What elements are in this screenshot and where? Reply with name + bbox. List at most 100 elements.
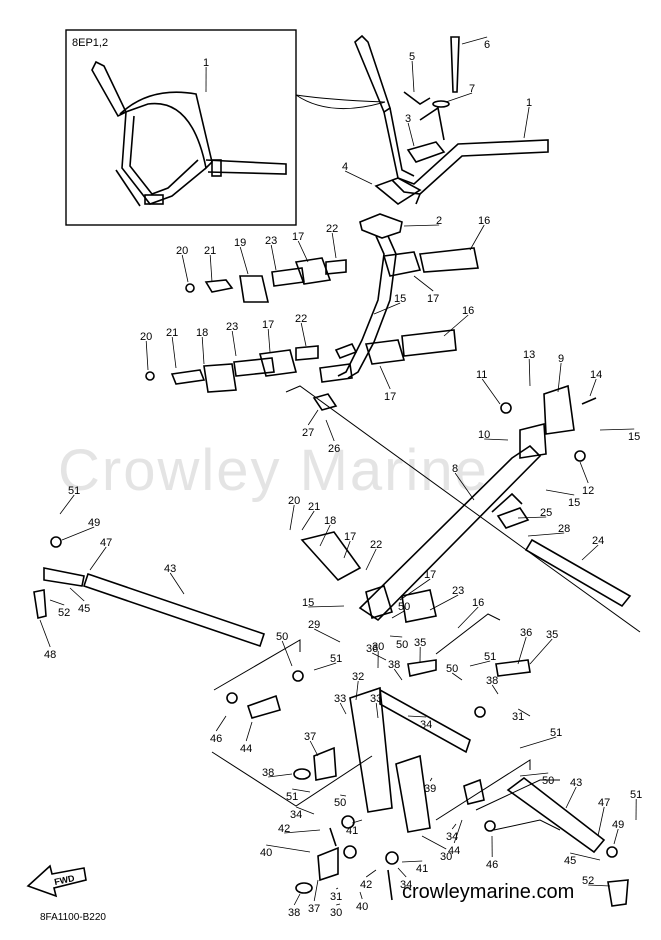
callout-c6: 6 [484,39,490,51]
callout-c38a: 38 [388,659,400,671]
callout-c20a: 20 [176,245,188,257]
callout-c12: 12 [582,485,594,497]
callout-c23b: 23 [226,321,238,333]
callout-leader [336,904,340,905]
callout-leader [408,716,426,717]
callout-c34c: 34 [400,879,412,891]
callout-leader [298,241,308,262]
mount-bracket [501,386,596,461]
callout-c38b: 38 [486,675,498,687]
callout-leader [430,778,432,781]
callout-c31b: 31 [330,891,342,903]
callout-leader [345,171,372,184]
callout-c37b: 37 [308,903,320,915]
callout-leader [600,429,634,430]
callout-leader [412,61,414,92]
callout-c9: 9 [558,353,564,365]
callout-leader [146,341,148,370]
callout-c38c: 38 [262,767,274,779]
callout-c52b: 52 [582,875,594,887]
callout-leader [408,123,414,146]
callout-c43b: 43 [570,777,582,789]
callout-leader [344,541,350,558]
callout-c15b: 15 [568,497,580,509]
callout-c36b: 36 [520,627,532,639]
callout-c17a: 17 [292,231,304,243]
callout-c21a: 21 [204,245,216,257]
callout-leader [50,600,64,605]
callout-c11: 11 [476,369,487,381]
tie-rod-left [34,537,264,646]
callout-c23a: 23 [265,235,277,247]
callout-leader [530,639,552,664]
callout-leader [266,845,310,852]
callout-leader [452,824,456,829]
callout-c38d: 38 [288,907,300,919]
callout-c48: 48 [44,649,56,661]
callout-leader [482,379,500,404]
callout-c51d: 51 [550,727,562,739]
callout-c46a: 46 [210,733,222,745]
callout-c29: 29 [308,619,320,631]
callout-c50d: 50 [446,663,458,675]
callout-c35b: 35 [546,629,558,641]
callout-leader [182,255,188,282]
callout-leader [366,870,376,877]
callout-c42a: 42 [278,823,290,835]
callout-c5: 5 [409,51,415,63]
callout-leader [582,545,598,560]
callout-c1a: 1 [203,57,209,69]
callout-c2: 2 [436,215,442,227]
callout-c1b: 1 [526,97,532,109]
diagram-code: 8FA1100-B220 [40,912,106,923]
callout-c13: 13 [523,349,535,361]
callout-c50a: 50 [276,631,288,643]
callout-leader [240,247,248,274]
callout-leader [170,573,184,594]
callout-c16a: 16 [478,215,490,227]
callout-c16b: 16 [462,305,474,317]
website-label: crowleymarine.com [402,881,574,903]
callout-c41b: 41 [416,863,428,875]
callout-c15a: 15 [628,431,640,443]
callout-c44b: 44 [448,845,460,857]
callout-leader [566,787,576,808]
callout-c33a: 33 [334,693,346,705]
callout-leader [282,641,292,666]
callout-c28: 28 [558,523,570,535]
callout-c49a: 49 [88,517,100,529]
inset-box: 8EP1,2 [66,30,385,225]
callout-c50b: 50 [396,639,408,651]
callout-leader [246,722,252,741]
callout-c50f: 50 [334,797,346,809]
callout-c7: 7 [469,83,475,95]
callout-c22b: 22 [295,313,307,325]
callout-c44a: 44 [240,743,252,755]
callout-c20c: 20 [288,495,300,507]
callout-leader [414,276,433,291]
callout-c41a: 41 [346,825,358,837]
callout-leader [332,233,336,258]
callout-c37a: 37 [304,731,316,743]
callout-leader [310,741,318,756]
callout-c10: 10 [478,429,490,441]
callout-leader [308,410,318,425]
callout-leader [340,795,346,796]
callout-c47a: 47 [100,537,112,549]
callout-c21b: 21 [166,327,178,339]
callout-leader [580,462,588,483]
callout-c49b: 49 [612,819,624,831]
callout-leader [524,107,529,138]
callout-leader [172,337,176,368]
callout-c18b: 18 [324,515,336,527]
callout-c24: 24 [592,535,604,547]
callout-leader [202,337,204,364]
callout-c22c: 22 [370,539,382,551]
callout-leader [590,379,596,396]
callout-c19: 19 [234,237,246,249]
callout-c14: 14 [590,369,602,381]
callout-c18a: 18 [196,327,208,339]
callout-leader [398,868,406,877]
callout-c17f: 17 [424,569,436,581]
callout-c51c: 51 [484,651,496,663]
